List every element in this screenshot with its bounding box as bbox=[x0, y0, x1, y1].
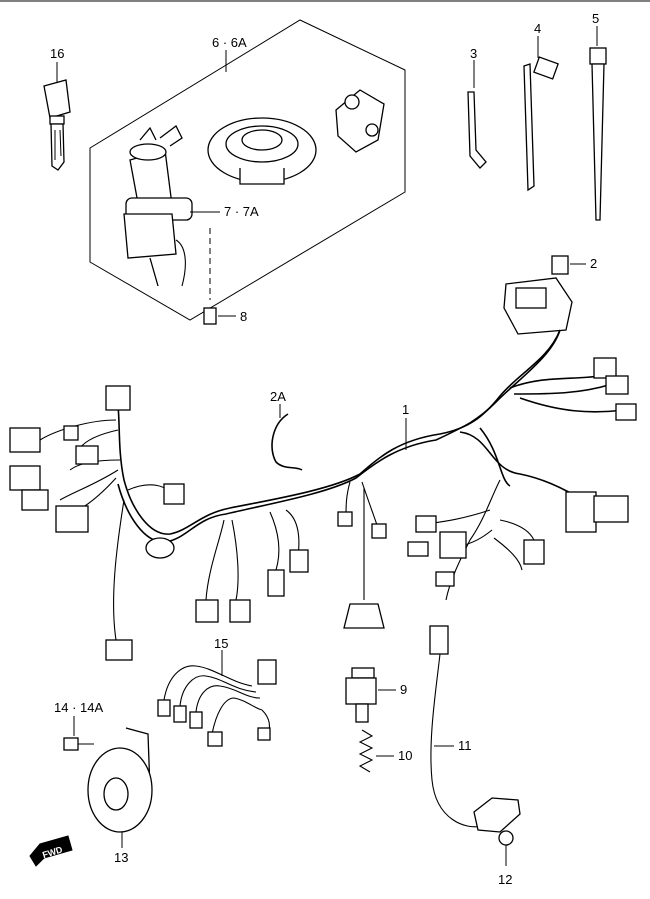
lead-set-part-15 bbox=[157, 659, 277, 747]
ignition-set-box bbox=[89, 19, 406, 321]
label-part-12: 12 bbox=[498, 872, 512, 887]
band-part-4 bbox=[523, 56, 559, 192]
lead-wire-part-11 bbox=[430, 653, 483, 828]
clip-part-2a bbox=[271, 413, 303, 471]
label-part-11: 11 bbox=[458, 738, 472, 753]
clamp-part-3 bbox=[467, 91, 487, 169]
label-part-2a: 2A bbox=[270, 389, 286, 404]
connector-group bbox=[9, 357, 637, 661]
label-part-7: 7 · 7A bbox=[224, 204, 259, 219]
switch-part-9 bbox=[345, 667, 377, 723]
label-part-15: 15 bbox=[214, 636, 228, 651]
label-part-2: 2 bbox=[590, 256, 597, 271]
key-part-16 bbox=[43, 79, 71, 171]
seat-lock-part bbox=[335, 89, 385, 153]
label-part-13: 13 bbox=[114, 850, 128, 865]
label-part-14: 14 · 14A bbox=[54, 700, 103, 715]
main-harness-part-1 bbox=[39, 329, 625, 641]
side-switch bbox=[473, 797, 521, 833]
label-part-16: 16 bbox=[50, 46, 64, 61]
label-part-1: 1 bbox=[402, 402, 409, 417]
label-part-3: 3 bbox=[470, 46, 477, 61]
fuse-part-2 bbox=[551, 255, 569, 275]
label-part-9: 9 bbox=[400, 682, 407, 697]
forward-arrow: FWD bbox=[29, 835, 73, 867]
tie-part-5 bbox=[589, 47, 607, 221]
screw-part-12 bbox=[498, 830, 514, 866]
label-part-8: 8 bbox=[240, 309, 247, 324]
label-part-10: 10 bbox=[398, 748, 412, 763]
label-part-5: 5 bbox=[592, 11, 599, 26]
ignition-switch-part-7 bbox=[123, 125, 193, 287]
grommet bbox=[343, 603, 385, 629]
label-part-6: 6 · 6A bbox=[212, 35, 247, 50]
screw-part-8 bbox=[203, 307, 217, 325]
label-part-4: 4 bbox=[534, 21, 541, 36]
fuel-cap-part-6 bbox=[207, 117, 317, 185]
horn-part-13 bbox=[87, 727, 153, 833]
bolt-part-14 bbox=[63, 737, 94, 751]
relay-box bbox=[503, 277, 573, 335]
spring-part-10 bbox=[358, 729, 374, 773]
